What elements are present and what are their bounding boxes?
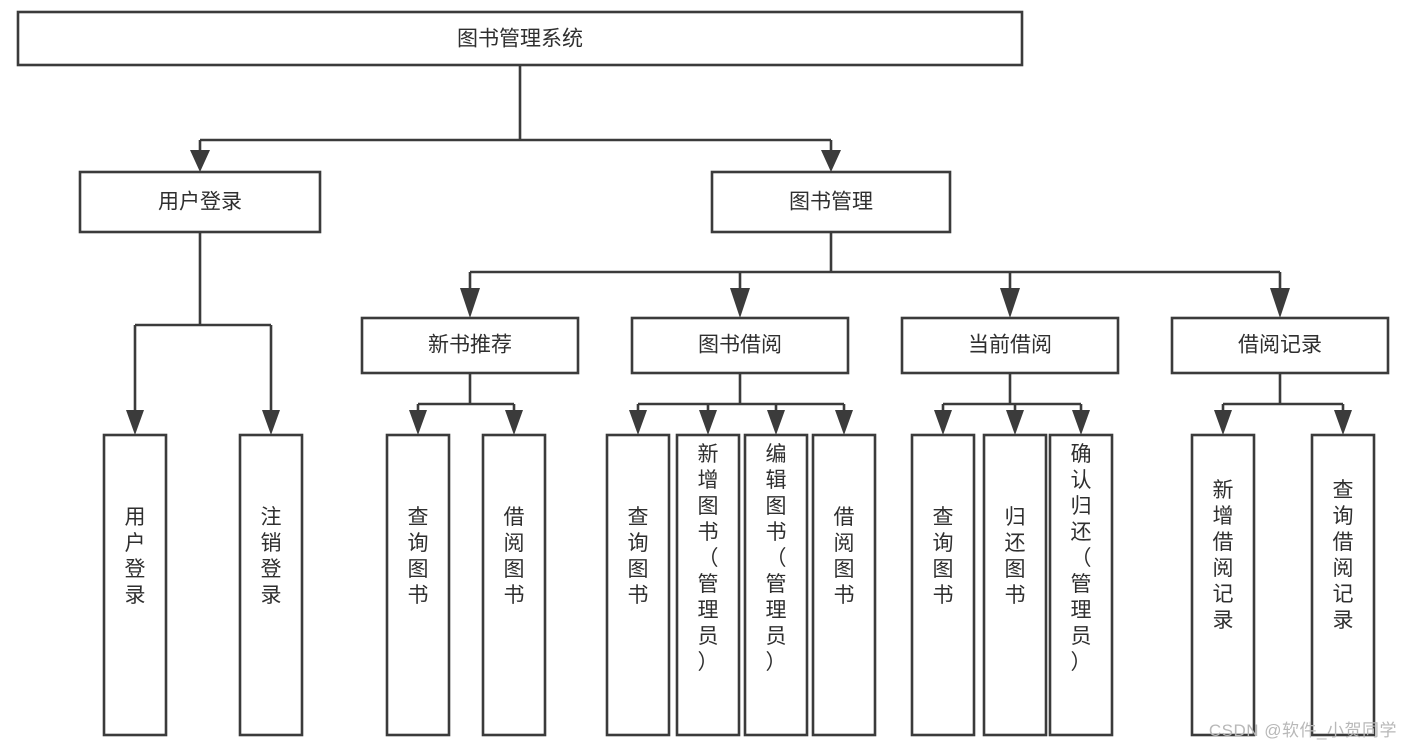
arrowhead-new-book-rec — [460, 288, 480, 318]
arrowhead-leaf-br-add — [1214, 410, 1232, 435]
node-leaf-cb-query-box[interactable] — [910, 433, 976, 737]
node-leaf-user-login-label: 用户登录 — [125, 506, 146, 607]
node-leaf-br-query-box[interactable] — [1310, 433, 1376, 737]
node-leaf-bb-edit-label: 编辑图书（管理员） — [766, 443, 787, 674]
arrowhead-book-manage — [821, 150, 841, 172]
node-book-manage-box[interactable] — [710, 170, 952, 234]
node-leaf-rec-query-box[interactable] — [385, 433, 451, 737]
node-root-label: 图书管理系统 — [457, 28, 583, 51]
connector-layer — [126, 65, 1352, 435]
node-book-manage[interactable]: 图书管理 — [710, 170, 952, 234]
arrowhead-leaf-br-query — [1334, 410, 1352, 435]
node-leaf-cb-confirm-label: 确认归还（管理员） — [1071, 443, 1092, 674]
node-root-box[interactable] — [16, 10, 1024, 67]
node-leaf-bb-borrow-label: 借阅图书 — [834, 506, 855, 607]
node-borrow-record-label: 借阅记录 — [1238, 334, 1322, 357]
arrowhead-leaf-bb-borrow — [835, 410, 853, 435]
arrowhead-book-borrow — [730, 288, 750, 318]
node-leaf-rec-query[interactable]: 查询图书 — [385, 433, 451, 737]
arrowhead-current-borrow — [1000, 288, 1020, 318]
node-borrow-record[interactable]: 借阅记录 — [1170, 316, 1390, 375]
arrowhead-leaf-user-logout — [262, 410, 280, 435]
node-user-login-box[interactable] — [78, 170, 322, 234]
arrowhead-user-login — [190, 150, 210, 172]
arrowhead-leaf-cb-query — [934, 410, 952, 435]
node-book-manage-label: 图书管理 — [789, 191, 873, 214]
node-user-login-label: 用户登录 — [158, 191, 242, 214]
node-leaf-cb-confirm-box[interactable] — [1048, 433, 1114, 737]
node-leaf-bb-edit[interactable]: 编辑图书（管理员） — [743, 433, 809, 737]
node-leaf-bb-borrow[interactable]: 借阅图书 — [811, 433, 877, 737]
node-leaf-br-add-box[interactable] — [1190, 433, 1256, 737]
node-leaf-rec-borrow-label: 借阅图书 — [504, 506, 525, 607]
node-book-borrow[interactable]: 图书借阅 — [630, 316, 850, 375]
node-leaf-br-query[interactable]: 查询借阅记录 — [1310, 433, 1376, 737]
node-leaf-user-logout-label: 注销登录 — [261, 506, 282, 607]
node-current-borrow-box[interactable] — [900, 316, 1120, 375]
node-book-borrow-label: 图书借阅 — [698, 334, 782, 357]
node-new-book-rec-box[interactable] — [360, 316, 580, 375]
node-leaf-cb-confirm[interactable]: 确认归还（管理员） — [1048, 433, 1114, 737]
node-root[interactable]: 图书管理系统 — [16, 10, 1024, 67]
arrowhead-leaf-rec-query — [409, 410, 427, 435]
node-leaf-br-query-label: 查询借阅记录 — [1333, 479, 1354, 632]
node-current-borrow[interactable]: 当前借阅 — [900, 316, 1120, 375]
node-leaf-bb-borrow-box[interactable] — [811, 433, 877, 737]
node-leaf-bb-add[interactable]: 新增图书（管理员） — [675, 433, 741, 737]
node-leaf-rec-borrow[interactable]: 借阅图书 — [481, 433, 547, 737]
node-leaf-bb-query[interactable]: 查询图书 — [605, 433, 671, 737]
node-leaf-bb-add-box[interactable] — [675, 433, 741, 737]
node-leaf-br-add[interactable]: 新增借阅记录 — [1190, 433, 1256, 737]
arrowhead-leaf-rec-borrow — [505, 410, 523, 435]
node-leaf-rec-borrow-box[interactable] — [481, 433, 547, 737]
arrowhead-leaf-bb-edit — [767, 410, 785, 435]
node-leaf-user-login[interactable]: 用户登录 — [102, 433, 168, 737]
node-leaf-cb-return-label: 归还图书 — [1005, 506, 1026, 607]
arrowhead-leaf-cb-return — [1006, 410, 1024, 435]
node-leaf-user-logout-box[interactable] — [238, 433, 304, 737]
node-leaf-cb-query-label: 查询图书 — [933, 506, 954, 607]
node-borrow-record-box[interactable] — [1170, 316, 1390, 375]
node-leaf-user-login-box[interactable] — [102, 433, 168, 737]
node-current-borrow-label: 当前借阅 — [968, 334, 1052, 357]
node-book-borrow-box[interactable] — [630, 316, 850, 375]
arrowhead-leaf-bb-query — [629, 410, 647, 435]
node-leaf-user-logout[interactable]: 注销登录 — [238, 433, 304, 737]
node-new-book-rec-label: 新书推荐 — [428, 334, 512, 357]
node-leaf-rec-query-label: 查询图书 — [408, 506, 429, 607]
node-leaf-bb-add-label: 新增图书（管理员） — [698, 443, 719, 674]
node-leaf-bb-query-label: 查询图书 — [628, 506, 649, 607]
node-new-book-rec[interactable]: 新书推荐 — [360, 316, 580, 375]
arrowhead-leaf-cb-confirm — [1072, 410, 1090, 435]
node-leaf-br-add-label: 新增借阅记录 — [1213, 479, 1234, 632]
arrowhead-leaf-user-login — [126, 410, 144, 435]
node-leaf-bb-query-box[interactable] — [605, 433, 671, 737]
arrowhead-borrow-record — [1270, 288, 1290, 318]
node-leaf-cb-query[interactable]: 查询图书 — [910, 433, 976, 737]
arrowhead-leaf-bb-add — [699, 410, 717, 435]
node-user-login[interactable]: 用户登录 — [78, 170, 322, 234]
node-leaf-bb-edit-box[interactable] — [743, 433, 809, 737]
node-leaf-cb-return[interactable]: 归还图书 — [982, 433, 1048, 737]
node-leaf-cb-return-box[interactable] — [982, 433, 1048, 737]
